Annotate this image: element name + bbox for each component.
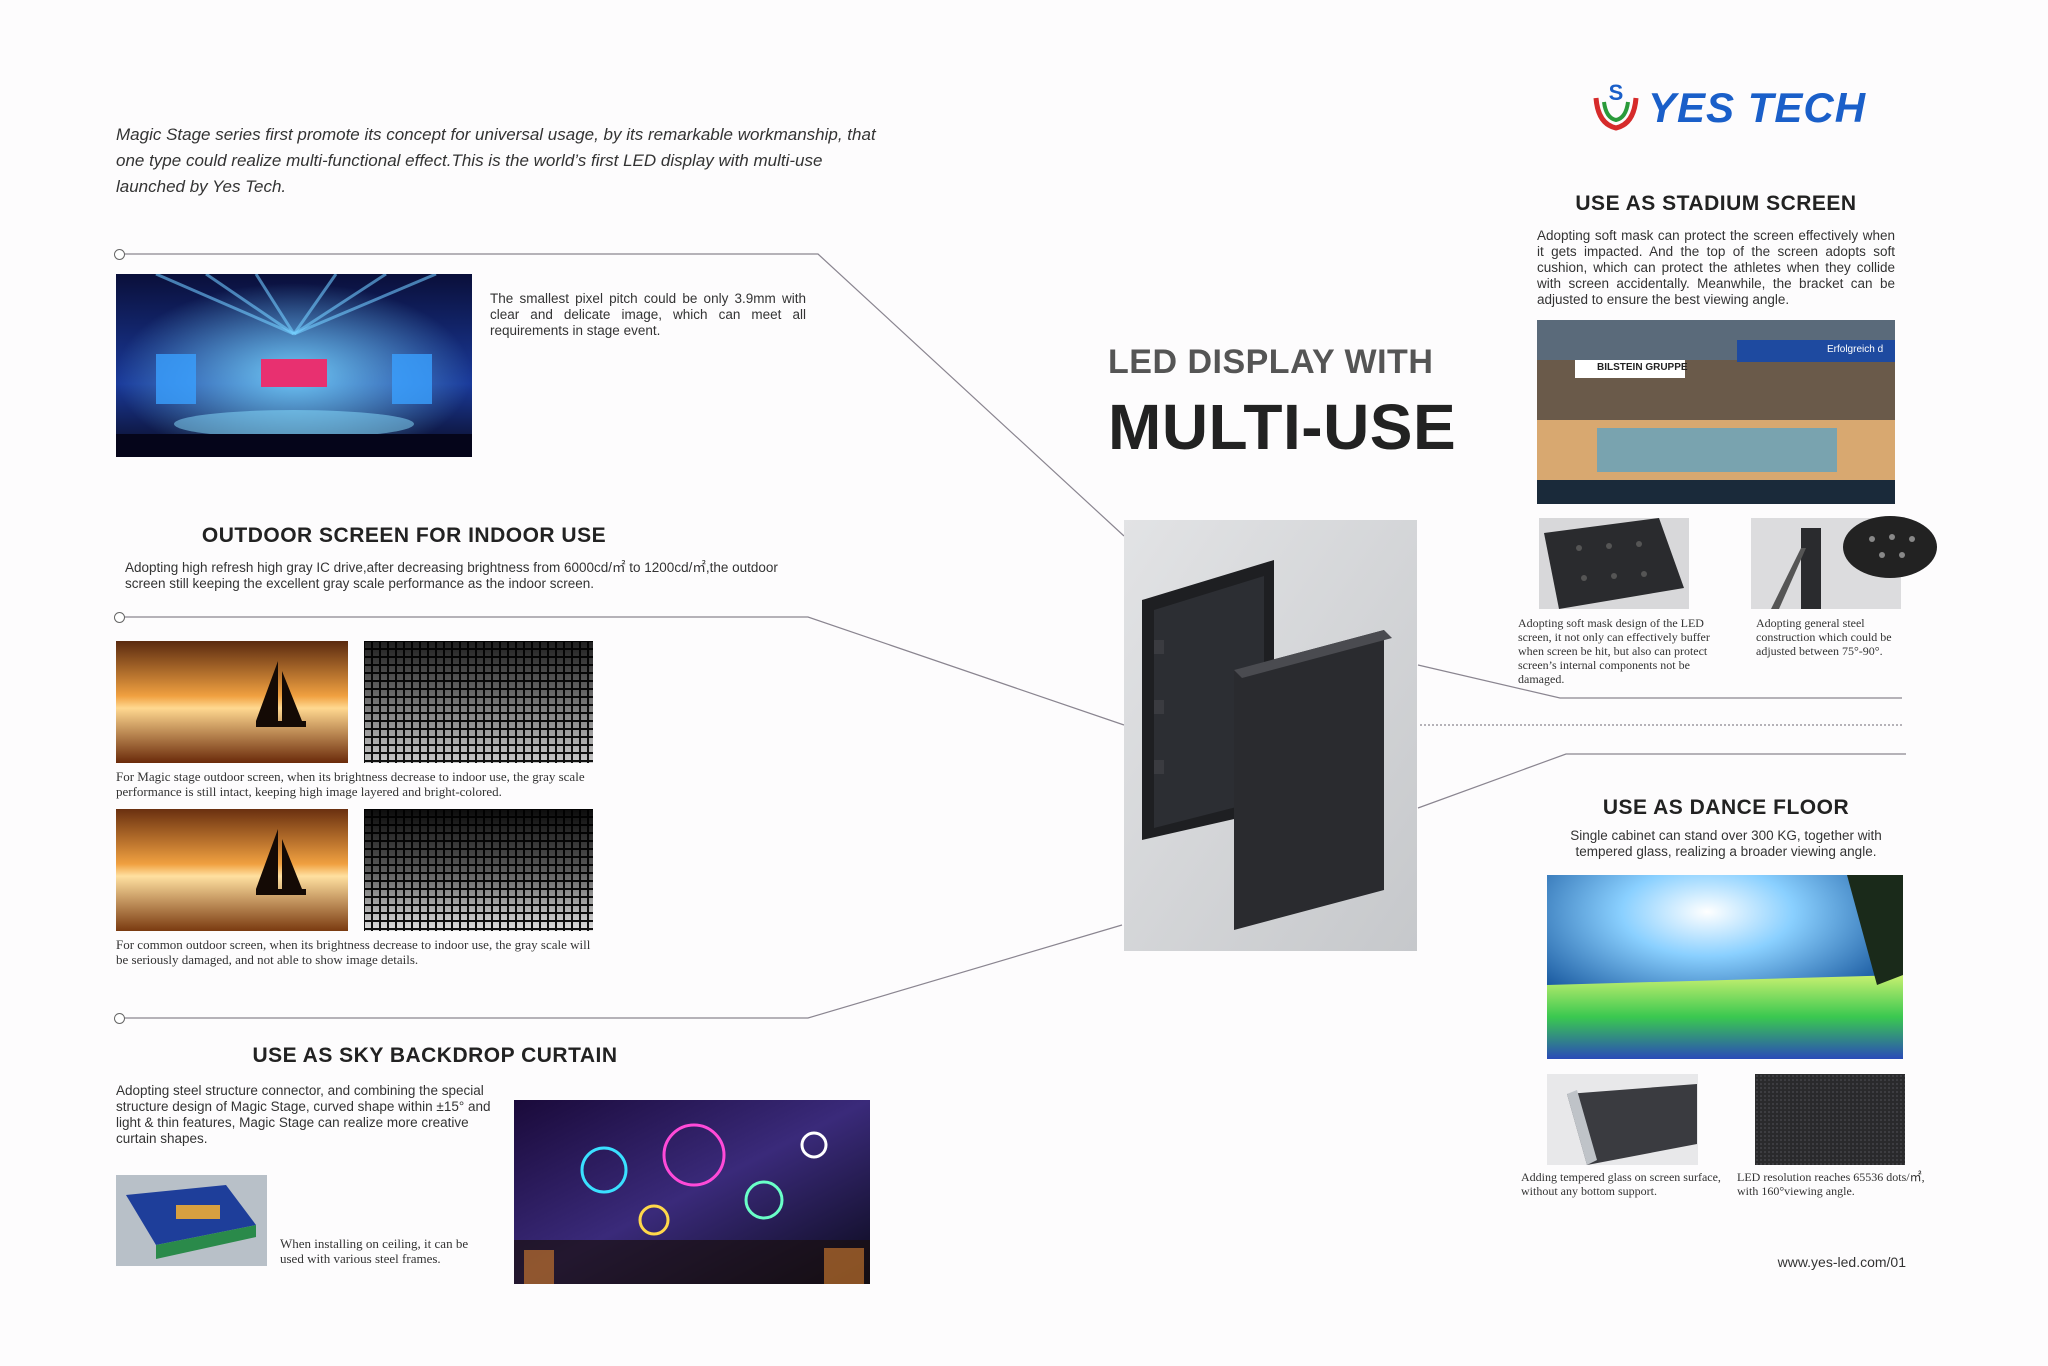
- gray-scale-grid-good: [364, 641, 593, 763]
- hero-title-line2: MULTI-USE: [1108, 391, 1457, 463]
- sunset-sailboat-photo-2: [116, 809, 348, 931]
- led-cabinet-photo: [1124, 520, 1417, 951]
- stadium-photo: BILSTEIN GRUPPE Erfolgreich d: [1537, 320, 1895, 504]
- bracket-detail-circle: [1842, 515, 1938, 579]
- logo-emblem-icon: S: [1593, 80, 1639, 131]
- logo-text: YES TECH: [1648, 84, 1867, 131]
- stadium-description: Adopting soft mask can protect the scree…: [1537, 228, 1895, 307]
- stadium-banner-2: Erfolgreich d: [1827, 344, 1884, 355]
- sky-description: Adopting steel structure connector, and …: [116, 1083, 491, 1146]
- dance-floor-photo: [1547, 875, 1903, 1059]
- svg-text:S: S: [1609, 80, 1624, 105]
- stadium-caption-soft-mask: Adopting soft mask design of the LED scr…: [1518, 616, 1710, 686]
- led-resolution-photo: [1755, 1074, 1905, 1165]
- outdoor-heading: OUTDOOR SCREEN FOR INDOOR USE: [201, 524, 607, 547]
- hero-title-line1: LED DISPLAY WITH: [1108, 343, 1434, 381]
- outdoor-caption-common: For common outdoor screen, when its brig…: [116, 937, 591, 967]
- stadium-heading: USE AS STADIUM SCREEN: [1575, 192, 1857, 215]
- connector-dot-outdoor: [114, 612, 125, 623]
- intro-paragraph: Magic Stage series first promote its con…: [116, 125, 876, 196]
- stadium-banner-1: BILSTEIN GRUPPE: [1597, 362, 1688, 373]
- dance-description: Single cabinet can stand over 300 KG, to…: [1570, 828, 1882, 859]
- dance-caption-glass: Adding tempered glass on screen surface,…: [1521, 1170, 1721, 1198]
- soft-mask-photo: [1539, 518, 1689, 609]
- sky-caption: When installing on ceiling, it can be us…: [280, 1236, 469, 1266]
- outdoor-description: Adopting high refresh high gray IC drive…: [125, 560, 778, 591]
- sunset-sailboat-photo-1: [116, 641, 348, 763]
- stage-description: The smallest pixel pitch could be only 3…: [490, 291, 806, 338]
- ceiling-frame-photo: [116, 1175, 267, 1266]
- sky-curtain-photo: [514, 1100, 870, 1284]
- website-url: www.yes-led.com/01: [1777, 1254, 1906, 1270]
- gray-scale-grid-poor: [364, 809, 593, 931]
- connector-dot-sky: [114, 1013, 125, 1024]
- tempered-glass-photo: [1547, 1074, 1698, 1165]
- stadium-caption-bracket: Adopting general steel construction whic…: [1756, 616, 1892, 658]
- sky-heading: USE AS SKY BACKDROP CURTAIN: [252, 1044, 618, 1067]
- yes-tech-logo: S YES TECH: [1588, 78, 1908, 134]
- outdoor-caption-magic: For Magic stage outdoor screen, when its…: [116, 769, 585, 799]
- stage-event-photo: [116, 274, 472, 457]
- connector-dot-stage: [114, 249, 125, 260]
- dance-caption-resolution: LED resolution reaches 65536 dots/㎡, wit…: [1737, 1170, 1925, 1198]
- dance-heading: USE AS DANCE FLOOR: [1602, 796, 1850, 819]
